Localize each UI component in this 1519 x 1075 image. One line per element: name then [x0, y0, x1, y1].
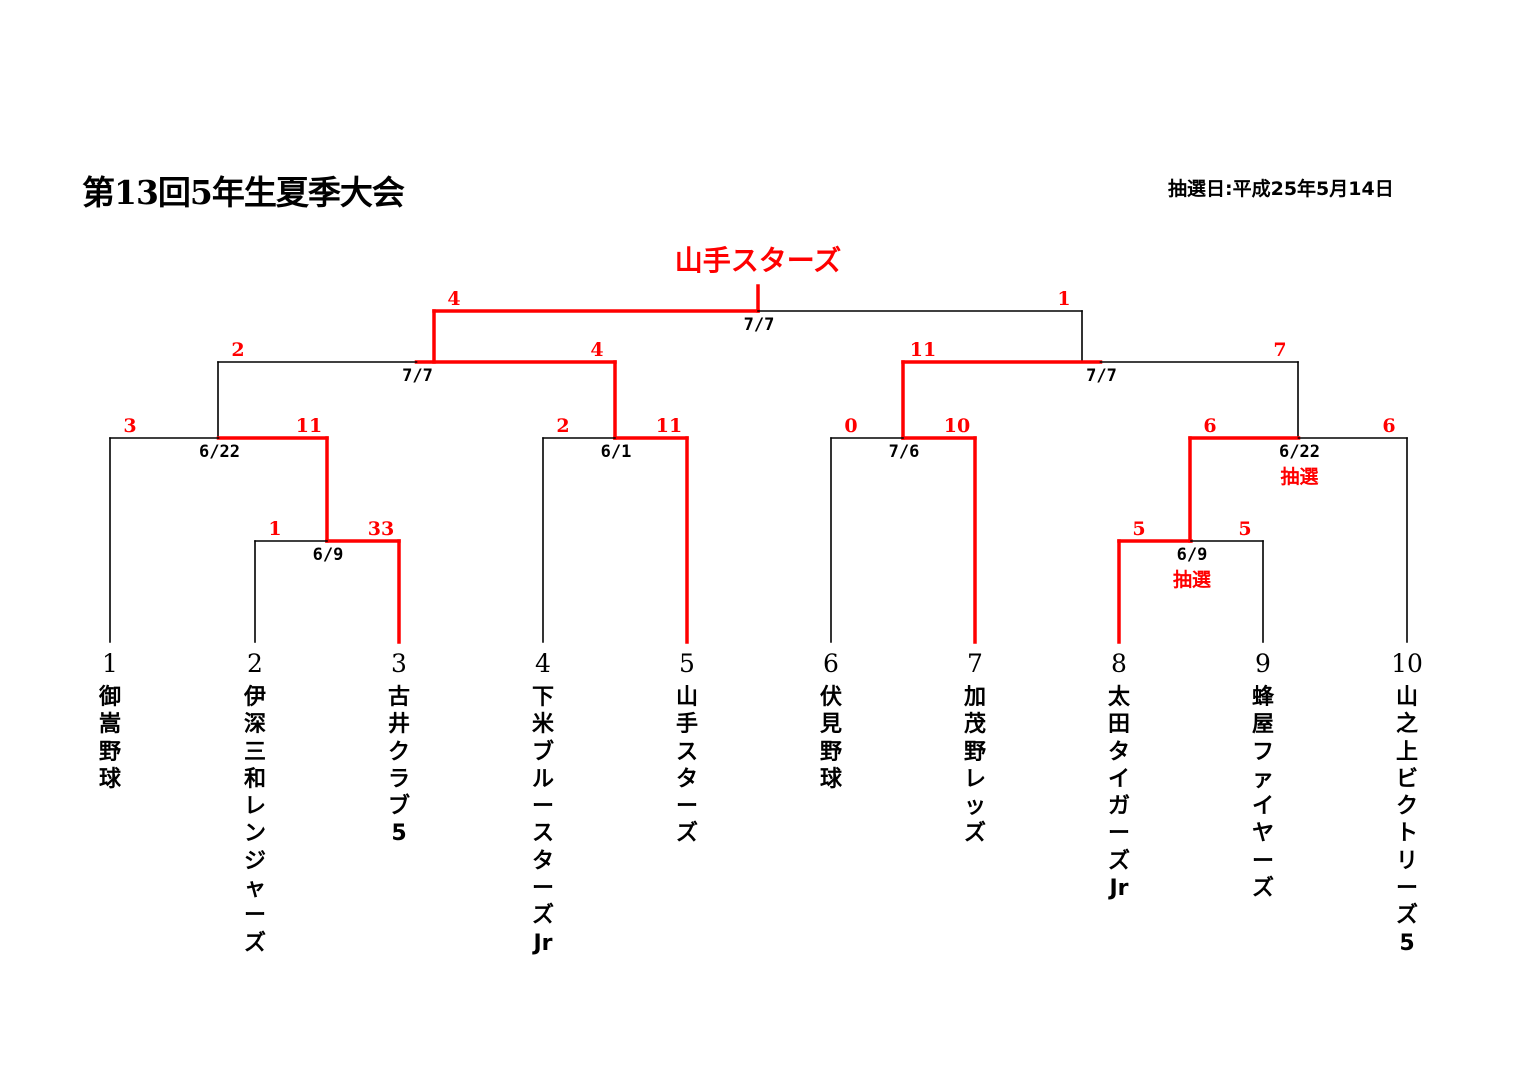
team-name: 太田タイガーズJr	[1107, 685, 1130, 902]
score-right: 4	[590, 339, 603, 361]
champion-label: 山手スターズ	[675, 244, 842, 277]
team-name: 蜂屋ファイヤーズ	[1251, 685, 1274, 902]
score-left: 11	[910, 339, 936, 361]
score-left: 0	[844, 415, 857, 437]
score-left: 2	[231, 339, 244, 361]
match-date: 6/22	[199, 442, 240, 462]
team-seed: 4	[535, 649, 551, 678]
team-seed: 10	[1391, 649, 1423, 678]
score-right: 33	[368, 518, 394, 540]
match-date: 6/9	[313, 545, 344, 565]
score-left: 3	[123, 415, 136, 437]
draw-date: 抽選日:平成25年5月14日	[1168, 178, 1394, 200]
score-right: 11	[296, 415, 322, 437]
score-right: 10	[944, 415, 970, 437]
team-name: 山之上ビクトリーズ5	[1395, 685, 1418, 956]
score-left: 4	[447, 288, 460, 310]
score-right: 1	[1057, 288, 1070, 310]
team-name: 伊深三和レンジャーズ	[243, 685, 266, 956]
team-seed: 9	[1255, 649, 1271, 678]
match-date: 6/9	[1177, 545, 1208, 565]
team-seed: 5	[679, 649, 695, 678]
team-seed: 1	[102, 649, 118, 678]
match-date: 6/22	[1279, 442, 1320, 462]
score-left: 6	[1203, 415, 1216, 437]
team-name: 御嵩野球	[98, 685, 121, 792]
team-seed: 7	[967, 649, 983, 678]
score-right: 7	[1273, 339, 1286, 361]
match-date: 7/7	[1086, 366, 1117, 386]
team-seed: 2	[247, 649, 263, 678]
score-left: 1	[268, 518, 281, 540]
team-name: 加茂野レッズ	[963, 685, 986, 847]
match-date: 7/6	[889, 442, 920, 462]
team-name: 伏見野球	[819, 685, 842, 792]
score-right: 6	[1382, 415, 1395, 437]
score-left: 5	[1132, 518, 1145, 540]
team-seed: 8	[1111, 649, 1127, 678]
team-seed: 3	[391, 649, 407, 678]
score-right: 11	[656, 415, 682, 437]
score-right: 5	[1238, 518, 1251, 540]
page-title: 第13回5年生夏季大会	[82, 173, 405, 212]
match-date: 7/7	[402, 366, 433, 386]
lottery-note: 抽選	[1280, 465, 1318, 488]
match-date: 7/7	[744, 315, 775, 335]
match-date: 6/1	[601, 442, 632, 462]
team-name: 山手スターズ	[675, 685, 698, 847]
team-name: 古井クラブ5	[387, 685, 410, 847]
team-seed: 6	[823, 649, 839, 678]
team-name: 下米ブルースターズJr	[531, 685, 554, 956]
score-left: 2	[556, 415, 569, 437]
lottery-note: 抽選	[1173, 568, 1211, 591]
